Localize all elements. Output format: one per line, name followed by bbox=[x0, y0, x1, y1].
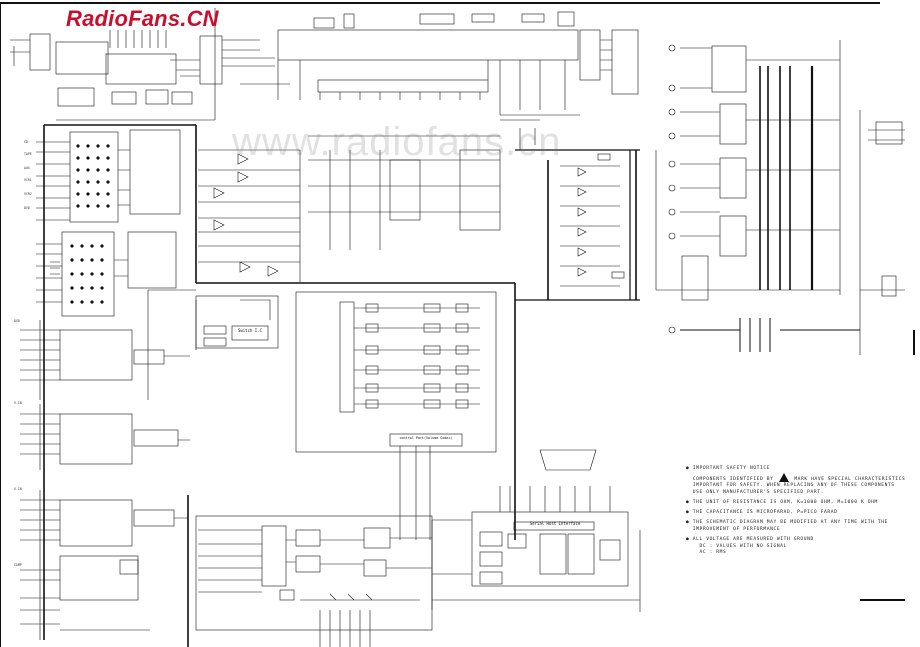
svg-text:V-IN: V-IN bbox=[14, 401, 22, 405]
control-port-label: control Port(Volume Codec) bbox=[399, 436, 453, 440]
safety-notice-title: IMPORTANT SAFETY NOTICE bbox=[692, 466, 771, 471]
input-group-3 bbox=[20, 320, 190, 400]
power-section bbox=[655, 40, 905, 355]
service-notes: ● IMPORTANT SAFETY NOTICE COMPONENTS IDE… bbox=[686, 466, 916, 561]
channel-matrix bbox=[295, 291, 497, 540]
voltage-note-line1: ALL VOLTAGE ARE MEASURED WITH GROUND bbox=[692, 537, 814, 543]
resistance-note-text: THE UNIT OF RESISTANCE IS OHM, K=1000 OH… bbox=[692, 499, 878, 505]
preamp-section bbox=[198, 135, 501, 282]
svg-text:TAPE: TAPE bbox=[24, 152, 32, 156]
voltage-note: ● ALL VOLTAGE ARE MEASURED WITH GROUND D… bbox=[686, 537, 814, 556]
resistance-note: ● THE UNIT OF RESISTANCE IS OHM, K=1000 … bbox=[686, 499, 878, 505]
svg-text:V-IN: V-IN bbox=[14, 487, 22, 491]
svg-text:DVD: DVD bbox=[14, 319, 20, 323]
modification-note: ● THE SCHEMATIC DIAGRAM MAY BE MODIFIED … bbox=[686, 520, 888, 532]
tuner-section bbox=[10, 8, 290, 121]
switch-ic-label: Switch I.C bbox=[237, 328, 263, 333]
svg-text:VCR1: VCR1 bbox=[24, 178, 32, 182]
site-logo: RadioFans.CN bbox=[66, 6, 219, 31]
svg-text:CD: CD bbox=[24, 140, 28, 144]
safety-notice-line3: IMPORTANT FOR SAFETY. WHEN REPLACING ANY… bbox=[692, 483, 895, 489]
safety-notice-line2b: MARK HAVE SPECIAL CHARACTERISTICS bbox=[794, 476, 906, 482]
modification-note-line1: THE SCHEMATIC DIAGRAM MAY BE MODIFIED AT… bbox=[692, 520, 888, 526]
bottom-mixer-block bbox=[195, 515, 433, 647]
safety-notice-line2a: COMPONENTS IDENTIFIED BY bbox=[692, 476, 774, 482]
input-selector-2 bbox=[36, 231, 177, 317]
svg-text:VCR2: VCR2 bbox=[24, 192, 32, 196]
warning-triangle-icon bbox=[778, 472, 789, 482]
modification-note-line2: IMPROVEMENT OF PERFORMANCE bbox=[692, 526, 781, 532]
capacitance-note-text: THE CAPACITANCE IS MICROFARAD, P=PICO FA… bbox=[692, 510, 838, 516]
svg-text:AUX: AUX bbox=[24, 166, 30, 170]
main-bus-line bbox=[43, 124, 516, 647]
amp-channel-array bbox=[515, 149, 640, 301]
input-group-6 bbox=[20, 555, 150, 640]
safety-notice-line4: USE ONLY MANUFACTURER'S SPECIFIED PART. bbox=[692, 489, 824, 495]
input-selector-1 bbox=[36, 129, 181, 223]
voltage-note-line2: DC : VALUES WITH NO SIGNAL bbox=[699, 543, 787, 549]
input-group-5 bbox=[20, 490, 188, 560]
svg-text:DVD: DVD bbox=[24, 206, 30, 210]
voltage-note-line3: AC : RMS bbox=[699, 550, 727, 556]
capacitance-note: ● THE CAPACITANCE IS MICROFARAD, P=PICO … bbox=[686, 510, 838, 516]
serial-host-label: Serial Host Interface bbox=[529, 521, 581, 526]
safety-notice: ● IMPORTANT SAFETY NOTICE COMPONENTS IDE… bbox=[686, 466, 906, 495]
volume-switch-block bbox=[147, 289, 279, 400]
top-logic-section bbox=[277, 11, 639, 150]
svg-text:COMP: COMP bbox=[14, 563, 22, 567]
input-group-4 bbox=[20, 404, 190, 470]
dsp-block bbox=[431, 449, 641, 612]
watermark-text: www.radiofans.cn bbox=[232, 120, 562, 164]
